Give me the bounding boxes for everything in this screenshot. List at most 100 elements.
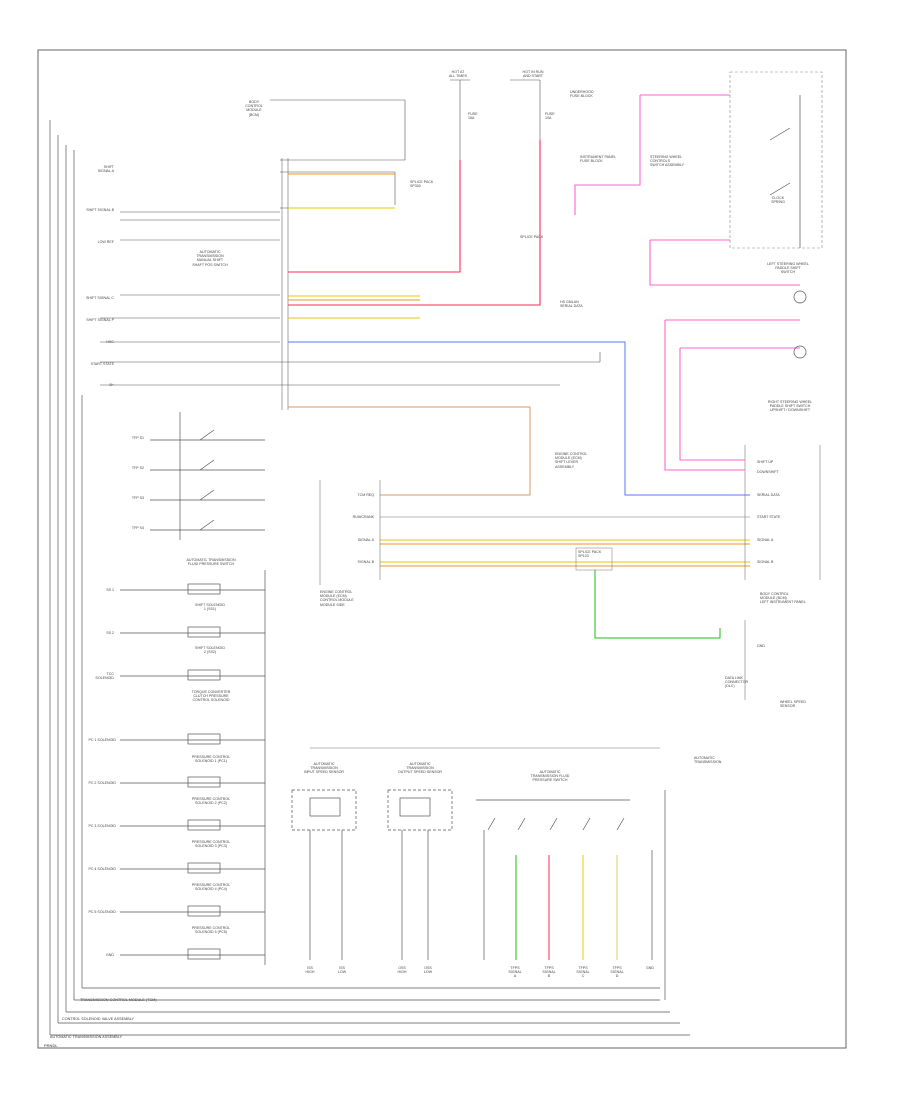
label-pc3: PC 3 SOLENOID <box>88 824 116 828</box>
label-pwr: B+ <box>109 383 115 387</box>
comp-ecm-box: ENGINE CONTROL MODULE (ECM) CONTROL MODU… <box>320 590 354 607</box>
comp-output-speed: AUTOMATIC TRANSMISSION OUTPUT SPEED SENS… <box>397 762 443 775</box>
term-ground: GND <box>757 644 765 648</box>
bottom-term-3: OSS HIGH <box>397 966 407 975</box>
term-shift-up: SHIFT UP <box>757 460 774 464</box>
comp-tfp-switch: AUTOMATIC TRANSMISSION FLUID PRESSURE SW… <box>186 558 236 567</box>
comp-tcc: TORQUE CONVERTER CLUTCH PRESSURE CONTROL… <box>191 690 231 703</box>
speed-sensors <box>291 789 453 960</box>
tcm-pin-column <box>281 158 289 410</box>
comp-trans-label: AUTOMATIC TRANSMISSION <box>694 756 722 765</box>
label-tcc: TCC SOLENOID <box>95 672 114 681</box>
left-harness-lines <box>49 120 690 1036</box>
comp-pc2: PRESSURE CONTROL SOLENOID 2 (PC2) <box>191 797 231 806</box>
comp-fuse-block: HOT AT ALL TIMES <box>448 70 468 79</box>
solenoid-rows <box>120 570 266 965</box>
comp-input-speed: AUTOMATIC TRANSMISSION INPUT SPEED SENSO… <box>303 762 345 775</box>
comp-pc1: PRESSURE CONTROL SOLENOID 1 (PC1) <box>191 755 231 764</box>
term-start-state: START STATE <box>757 515 781 519</box>
bottom-term-6: TFPS SIGNAL B <box>542 966 556 979</box>
ecm-term-2: RUN/CRANK <box>352 515 374 519</box>
comp-splice-block: SPLICE PACK SP300 <box>410 180 434 189</box>
bottom-term-7: TFPS SIGNAL C <box>576 966 590 979</box>
label-hs-can: HSC <box>106 340 114 344</box>
red-wires <box>288 140 541 306</box>
pressure-switch-assembly <box>476 790 666 1000</box>
comp-ecm-module: ENGINE CONTROL MODULE (ECM) SHIFT LEVER … <box>555 452 588 469</box>
label-pc4: PC 4 SOLENOID <box>88 867 116 871</box>
label-pc5: PC 5 SOLENOID <box>88 910 116 914</box>
label-tfp3: TFP S3 <box>131 496 144 500</box>
term-serial: SERIAL DATA <box>757 493 780 497</box>
comp-fuse-ecm: FUSE 10A <box>545 112 555 121</box>
comp-pc3: PRESSURE CONTROL SOLENOID 3 (PC3) <box>191 840 231 849</box>
ecm-term-1: TCM REQ <box>357 493 374 497</box>
label-ss2: SS 2 <box>106 631 114 635</box>
pressure-switch-wires <box>515 855 618 960</box>
bottom-term-9: GND <box>646 966 654 970</box>
footer-tag: PRNDL <box>44 1043 58 1048</box>
comp-ss2: SHIFT SOLENOID 2 (SS2) <box>195 646 225 655</box>
paddle-switch-box <box>729 71 823 249</box>
ecm-wires <box>319 445 821 700</box>
comp-can-gateway: HS GMLAN SERIAL DATA <box>560 300 583 309</box>
valve-body-frame-title: CONTROL SOLENOID VALVE ASSEMBLY <box>62 1017 135 1021</box>
pink-wires <box>574 94 800 471</box>
comp-fuse-tcm: FUSE 15A <box>468 112 478 121</box>
term-sig-a: SIGNAL A <box>757 538 774 542</box>
label-ss1: SS 1 <box>106 588 114 592</box>
comp-splice-mid: SPLICE PACK SP103 <box>578 550 602 559</box>
comp-underhood-fuse: UNDERHOOD FUSE BLOCK <box>570 90 594 99</box>
tan-wires <box>288 406 531 496</box>
label-low-ref: LOW REF <box>97 240 114 244</box>
bottom-term-5: TFPS SIGNAL A <box>508 966 522 979</box>
comp-wheel-sensor: WHEEL SPEED SENSOR <box>780 700 806 709</box>
paddle-switch-contacts <box>769 95 801 248</box>
comp-pc5: PRESSURE CONTROL SOLENOID 5 (PC5) <box>191 926 231 935</box>
bottom-term-1: ISS HIGH <box>305 966 315 975</box>
label-tfp2: TFP S2 <box>131 466 144 470</box>
comp-pc4: PRESSURE CONTROL SOLENOID 4 (PC4) <box>191 883 231 892</box>
comp-instrument-cluster: STEERING WHEEL CONTROLS SWITCH ASSEMBLY <box>650 155 685 168</box>
label-pc1: PC 1 SOLENOID <box>88 738 116 742</box>
term-shift-down: DOWNSHIFT <box>757 470 779 474</box>
label-pc2: PC 2 SOLENOID <box>88 781 116 785</box>
comp-rh-paddle: RIGHT STEERING WHEEL PADDLE SHIFT SWITCH… <box>767 400 813 413</box>
top-wires <box>100 79 601 386</box>
term-sig-b: SIGNAL B <box>757 560 774 564</box>
comp-data-link: DATA LINK CONNECTOR (DLC) <box>725 676 749 689</box>
ecm-term-3: SIGNAL A <box>357 538 374 542</box>
label-gnd: GND <box>106 953 114 957</box>
comp-pressure-switch: AUTOMATIC TRANSMISSION FLUID PRESSURE SW… <box>530 770 570 783</box>
label-shift-b: SHIFT SIGNAL B <box>86 208 114 212</box>
ecm-splice-box <box>575 547 613 571</box>
comp-bcm-top: BODY CONTROL MODULE (BCM) <box>245 100 263 117</box>
label-shift-a: SHIFT SIGNAL A <box>97 165 114 174</box>
comp-engine-harness: INSTRUMENT PANEL FUSE BLOCK <box>580 155 617 164</box>
label-shift-p: SHIFT SIGNAL P <box>86 318 114 322</box>
outer-frame <box>37 49 847 1049</box>
orange-wires <box>288 173 750 567</box>
trans-assembly-frame-title: AUTOMATIC TRANSMISSION ASSEMBLY <box>50 1035 123 1039</box>
comp-shaft-sensor: AUTOMATIC TRANSMISSION MANUAL SHIFT SHAF… <box>192 250 228 267</box>
label-tfp4: TFP S4 <box>131 526 144 530</box>
comp-lh-paddle: LEFT STEERING WHEEL PADDLE SHIFT SWITCH <box>767 262 809 275</box>
lh-paddle-lamp <box>793 290 807 304</box>
yellow-wires <box>288 207 750 563</box>
comp-hot-run: HOT IN RUN AND START <box>522 70 544 79</box>
green-wires <box>594 570 721 639</box>
bottom-term-2: ISS LOW <box>337 966 347 975</box>
comp-bcm-right: BODY CONTROL MODULE (BCM) LEFT INSTRUMEN… <box>760 592 806 605</box>
comp-splice-right: SPLICE PACK <box>520 235 544 239</box>
label-shift-c: SHIFT SIGNAL C <box>86 296 114 300</box>
label-tfp1: TFP S1 <box>131 436 144 440</box>
bottom-term-4: OSS LOW <box>423 966 433 975</box>
rh-paddle-lamp <box>793 345 807 359</box>
comp-ss1: SHIFT SOLENOID 1 (SS1) <box>195 603 225 612</box>
comp-clock-spring: CLOCK SPRING <box>771 196 785 205</box>
tfp-switches <box>150 412 265 540</box>
bottom-term-8: TFPS SIGNAL D <box>610 966 624 979</box>
ecm-term-4: SIGNAL B <box>357 560 374 564</box>
